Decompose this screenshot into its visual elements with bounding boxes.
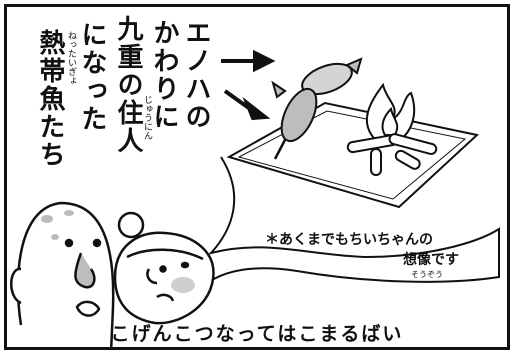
arrow-icon-2 bbox=[223, 89, 271, 121]
thought-bubble bbox=[204, 156, 500, 286]
narration-col-3: 九重の住人 bbox=[113, 15, 143, 155]
narration-col-2: かわりに bbox=[149, 19, 179, 131]
comic-panel: エノハの かわりに 九重の住人 じゅうにん になった 熱帯魚たち ねったいぎょ … bbox=[4, 4, 510, 350]
imagination-note-line2: 想像です bbox=[403, 252, 459, 268]
narration-col-4: になった bbox=[77, 21, 107, 133]
girl-face bbox=[113, 211, 215, 325]
campfire bbox=[346, 82, 438, 176]
man-face bbox=[10, 201, 115, 347]
panel-artwork bbox=[10, 49, 500, 347]
narration-col-1: エノハの bbox=[181, 19, 211, 131]
fish-skewer bbox=[271, 57, 363, 160]
imagination-note: ＊あくまでもちいちゃんの bbox=[265, 232, 433, 248]
narration-col-5: 熱帯魚たち bbox=[35, 29, 65, 169]
imagination-note-ruby: そうぞう bbox=[411, 270, 443, 279]
dialogue-line: こげんこつなってはこまるばい bbox=[110, 323, 404, 345]
arrow-icon bbox=[221, 49, 276, 73]
narration-ruby-nettaigyo: ねったいぎょ bbox=[66, 31, 76, 85]
narration-ruby-juunin: じゅうにん bbox=[142, 95, 152, 140]
